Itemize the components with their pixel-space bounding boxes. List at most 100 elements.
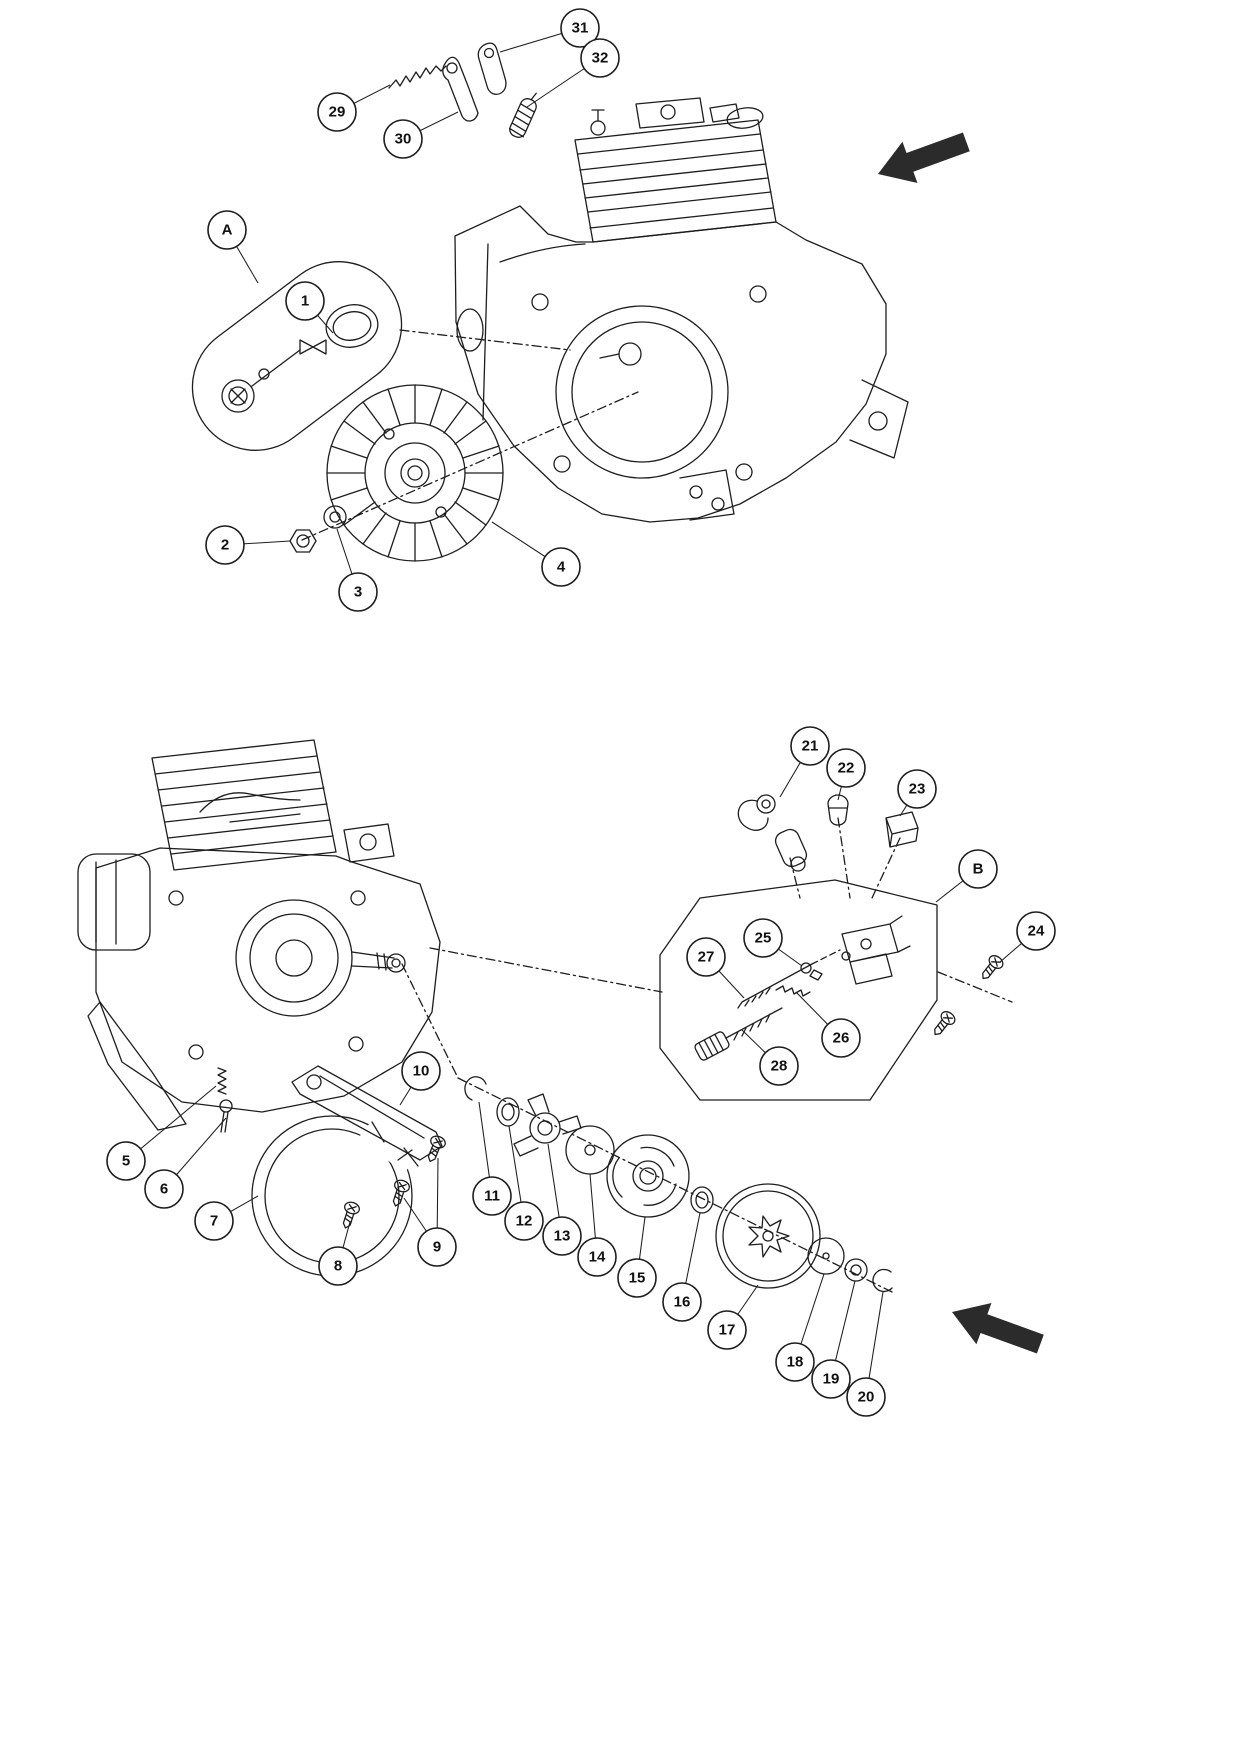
spring-26 (775, 985, 811, 997)
callout-circle (577, 1237, 617, 1277)
callout-circle (194, 1201, 234, 1241)
cover-washer-14 (565, 1125, 615, 1175)
callout-circle (662, 1282, 702, 1322)
spacer-block-23 (885, 811, 919, 848)
callout-circle (958, 849, 998, 889)
callout-number: 17 (719, 1322, 736, 1339)
pawl-spring-32 (508, 92, 537, 138)
washer-3 (323, 505, 347, 529)
callout-circle (144, 1169, 184, 1209)
screw-8 (337, 1199, 362, 1231)
callout-number: 8 (334, 1258, 342, 1275)
callout-circle (580, 38, 620, 78)
callout-31: 31 (499, 8, 600, 53)
needle-bearing-16 (690, 1186, 714, 1214)
callout-number: 12 (516, 1213, 533, 1230)
callout-circle (826, 748, 866, 788)
callout-circle (686, 937, 726, 977)
callout-number: 3 (354, 584, 362, 601)
callout-number: 21 (802, 738, 819, 755)
callout-number: 32 (592, 50, 609, 67)
callout-32: 32 (526, 38, 620, 108)
starter-pawl-31 (477, 42, 507, 95)
washer-12 (496, 1097, 520, 1127)
callout-number: 16 (674, 1294, 691, 1311)
callout-circle (560, 8, 600, 48)
callout-number: 30 (395, 131, 412, 148)
callout-B: B (935, 849, 998, 903)
callout-number: 13 (554, 1228, 571, 1245)
callout-number: 9 (433, 1239, 441, 1256)
screw-24 (976, 952, 1006, 984)
callout-number: 5 (122, 1153, 130, 1170)
callout-circle (318, 1246, 358, 1286)
callout-3: 3 (336, 528, 378, 612)
callout-number: 29 (329, 104, 346, 121)
callout-25: 25 (743, 918, 803, 967)
callout-circle (617, 1258, 657, 1298)
callout-circle (472, 1176, 512, 1216)
flywheel-4 (326, 384, 504, 562)
callout-circle (1016, 911, 1056, 951)
engine-crankcase-assembly (454, 97, 909, 523)
brake-lever-10 (291, 1065, 443, 1161)
callout-circle (541, 547, 581, 587)
flywheel-nut-2 (289, 529, 317, 553)
callout-circle (775, 1342, 815, 1382)
detail-capsule-A (191, 261, 403, 451)
callout-number: 7 (210, 1213, 218, 1230)
callout-24: 24 (999, 911, 1056, 963)
callout-circle (504, 1201, 544, 1241)
callout-circle (317, 92, 357, 132)
callout-13: 13 (542, 1143, 582, 1256)
callout-number: 15 (629, 1270, 646, 1287)
e-clip-20 (872, 1268, 893, 1293)
callout-number: 22 (838, 760, 855, 777)
callout-number: 2 (221, 537, 229, 554)
callout-layer: 1234567891011121314151617181920212223242… (106, 8, 1056, 1417)
callout-circle (401, 1051, 441, 1091)
callout-30: 30 (383, 111, 459, 159)
callout-number: 19 (823, 1371, 840, 1388)
callout-27: 27 (686, 937, 745, 999)
callout-4: 4 (491, 521, 581, 587)
callout-circle (106, 1141, 146, 1181)
clutch-15 (606, 1134, 690, 1218)
callout-15: 15 (617, 1216, 657, 1298)
callout-8: 8 (318, 1221, 358, 1286)
callout-number: 6 (160, 1181, 168, 1198)
callout-number: 11 (484, 1188, 500, 1205)
adjuster-housing (841, 915, 911, 985)
callout-28: 28 (741, 1029, 799, 1086)
callout-circle (821, 1018, 861, 1058)
callout-29: 29 (317, 84, 391, 132)
callout-number: B (973, 861, 984, 878)
circlip-11 (464, 1076, 487, 1101)
callout-5: 5 (106, 1085, 217, 1181)
callout-11: 11 (472, 1101, 512, 1216)
oil-pump-21 (737, 794, 808, 872)
callout-26: 26 (795, 991, 861, 1058)
callout-circle (207, 210, 247, 250)
callout-circle (846, 1377, 886, 1417)
callout-number: 24 (1028, 923, 1045, 940)
callout-number: 14 (589, 1249, 606, 1266)
engine-assembly-rear-view (77, 739, 441, 1131)
callout-circle (707, 1310, 747, 1350)
carrier-plate-13 (513, 1093, 582, 1157)
callout-1: 1 (285, 281, 334, 334)
callout-16: 16 (662, 1212, 702, 1322)
callout-number: 28 (771, 1058, 788, 1075)
callout-number: 31 (572, 20, 589, 37)
callout-number: 27 (698, 949, 715, 966)
callout-20: 20 (846, 1291, 886, 1417)
callout-6: 6 (144, 1117, 227, 1209)
callout-circle (759, 1046, 799, 1086)
callout-circle (383, 119, 423, 159)
callout-circle (811, 1359, 851, 1399)
callout-19: 19 (811, 1280, 856, 1399)
callout-circle (205, 525, 245, 565)
alignment-guides (301, 329, 1013, 1293)
callout-circle (338, 572, 378, 612)
